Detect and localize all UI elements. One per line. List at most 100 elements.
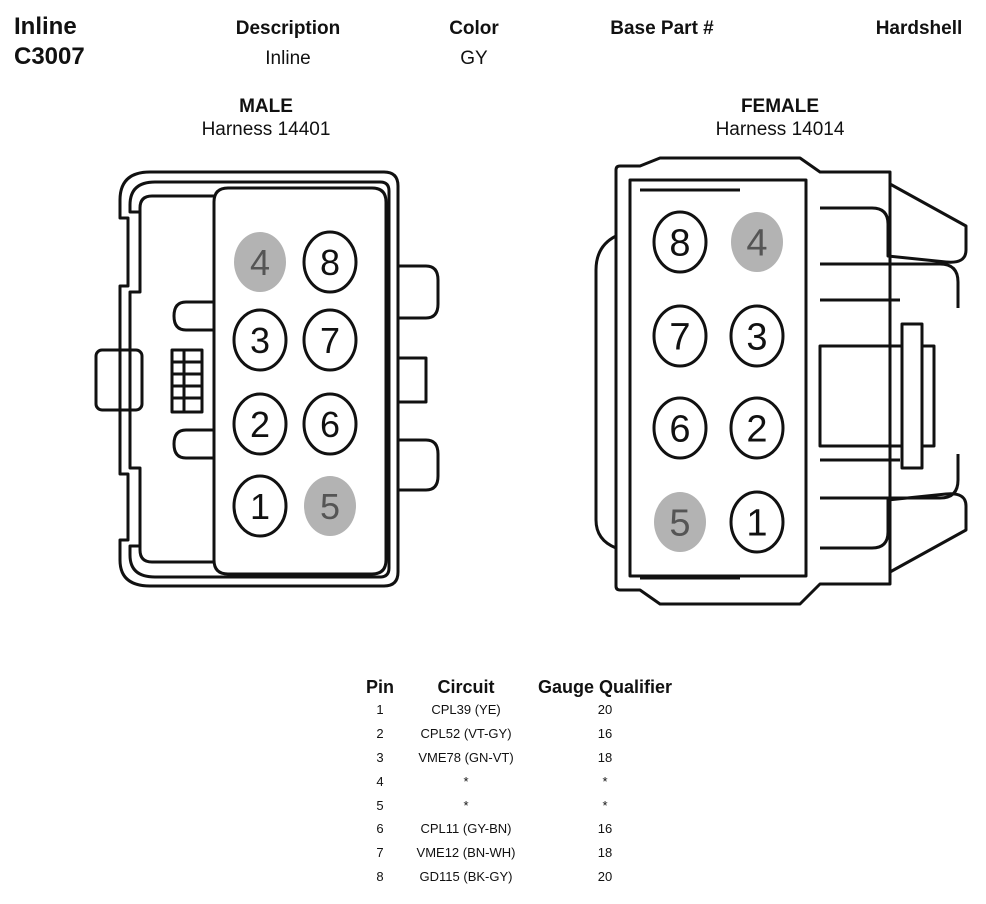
female-pin-1: 1 — [729, 490, 785, 554]
male-tab-top — [398, 264, 440, 320]
female-pin-7: 7 — [652, 304, 708, 368]
description-header: Description — [235, 18, 341, 39]
female-pin-5: 5 — [654, 492, 706, 552]
male-latch — [94, 348, 144, 412]
pin-cavity — [232, 392, 288, 456]
hardshell-header: Hardshell — [875, 18, 963, 39]
pin-number: 4 — [250, 242, 270, 283]
pin-number: 3 — [746, 317, 767, 359]
female-label-block: FEMALE Harness 14014 — [680, 96, 880, 142]
pin-cavity — [654, 492, 706, 552]
male-latch-slot — [170, 348, 204, 414]
circuit-cell: * — [463, 797, 469, 813]
circuit-cell: CPL52 (VT-GY) — [420, 726, 512, 742]
pin-cavity — [652, 396, 708, 460]
pin-number: 6 — [669, 409, 690, 451]
pin-number: 2 — [746, 409, 767, 451]
pin-number: 8 — [669, 223, 690, 265]
pin-number: 6 — [320, 404, 340, 445]
pin-number-cell: 5 — [376, 797, 384, 813]
pin-number-cell: 8 — [376, 868, 384, 884]
female-flange — [594, 234, 617, 550]
pin-number: 3 — [250, 320, 270, 361]
circuit-column-header: Circuit — [437, 676, 495, 697]
male-label: MALE — [239, 96, 293, 117]
gauge-cell: 20 — [597, 868, 613, 884]
pin-number: 5 — [320, 486, 340, 527]
pin-cavity — [302, 308, 358, 372]
pin-cavity — [234, 232, 286, 292]
table-row: 7 VME12 (BN-WH) 18 — [360, 841, 678, 865]
male-pin-3: 3 — [232, 308, 288, 372]
connector-title: Inline C3007 — [14, 12, 85, 72]
color-value: GY — [460, 48, 488, 69]
female-latch-bottom — [820, 492, 968, 574]
male-pin-face — [212, 186, 388, 576]
table-row: 4 * * — [360, 769, 678, 793]
pin-number-cell: 1 — [376, 702, 384, 718]
pin-cavity — [729, 490, 785, 554]
gauge-cell: 18 — [597, 845, 613, 861]
female-label: FEMALE — [740, 96, 820, 117]
female-pin-4: 4 — [731, 212, 783, 272]
pin-cavity — [232, 308, 288, 372]
circuit-cell: VME12 (BN-WH) — [416, 845, 516, 861]
pin-number-cell: 4 — [376, 773, 384, 789]
male-housing-outer — [118, 170, 400, 588]
connector-id: C3007 — [14, 43, 85, 70]
table-row: 2 CPL52 (VT-GY) 16 — [360, 722, 678, 746]
pin-number-cell: 6 — [376, 821, 384, 837]
gauge-cell: * — [602, 773, 608, 789]
pin-cavity — [652, 210, 708, 274]
male-harness: Harness 14401 — [201, 119, 331, 140]
gauge-cell: * — [602, 797, 608, 813]
pin-number: 2 — [250, 404, 270, 445]
male-tab-bottom — [398, 438, 440, 492]
gauge-column-header: Gauge Qualifier — [538, 676, 673, 697]
base-part-header: Base Part # — [610, 18, 714, 39]
female-housing-inner — [628, 178, 808, 578]
male-pin-1: 1 — [232, 474, 288, 538]
pin-column-header: Pin — [366, 676, 395, 697]
circuit-cell: * — [463, 773, 469, 789]
pin-cavity — [729, 304, 785, 368]
gauge-cell: 18 — [597, 749, 613, 765]
female-pin-3: 3 — [729, 304, 785, 368]
connector-title-line1: Inline — [14, 13, 77, 40]
male-connector — [94, 170, 440, 588]
female-housing-outer — [614, 156, 892, 606]
female-latch-top — [820, 182, 968, 264]
pin-number: 4 — [746, 223, 767, 265]
pin-number: 7 — [320, 320, 340, 361]
pin-number: 7 — [669, 317, 690, 359]
gauge-cell: 20 — [597, 702, 613, 718]
female-connector — [594, 156, 968, 606]
circuit-cell: GD115 (BK-GY) — [419, 868, 513, 884]
female-pin-8: 8 — [652, 210, 708, 274]
male-housing-inner — [128, 180, 391, 579]
female-harness: Harness 14014 — [715, 119, 845, 140]
male-pin-4: 4 — [234, 232, 286, 292]
pin-number-cell: 2 — [376, 726, 384, 742]
male-notch-top — [138, 194, 214, 212]
pin-cavity — [304, 476, 356, 536]
pin-number-cell: 7 — [376, 845, 384, 861]
gauge-cell: 16 — [597, 726, 613, 742]
male-notch-mid1 — [172, 300, 214, 332]
gauge-cell: 16 — [597, 821, 613, 837]
pin-number: 8 — [320, 242, 340, 283]
male-pin-7: 7 — [302, 308, 358, 372]
male-label-block: MALE Harness 14401 — [166, 96, 366, 142]
description-value: Inline — [265, 48, 311, 69]
table-row: 8 GD115 (BK-GY) 20 — [360, 865, 678, 889]
pin-cavity — [729, 396, 785, 460]
female-pin-6: 6 — [652, 396, 708, 460]
table-row: 5 * * — [360, 793, 678, 817]
male-pin-6: 6 — [302, 392, 358, 456]
